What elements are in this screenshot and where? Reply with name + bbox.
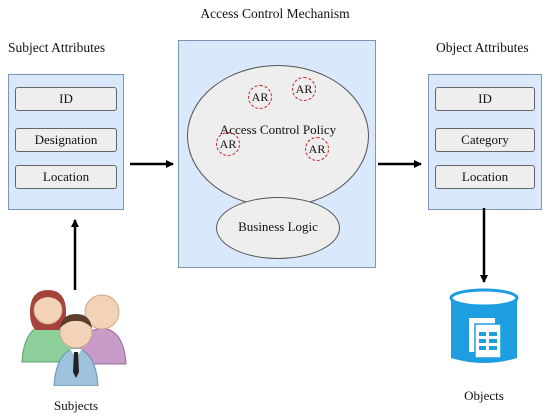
- access-rule-2: AR: [292, 77, 316, 101]
- subjects-label: Subjects: [53, 398, 99, 413]
- subject-attributes-heading: Subject Attributes: [8, 40, 106, 55]
- object-attributes-heading: Object Attributes: [436, 40, 529, 55]
- users-group-icon: [21, 290, 127, 386]
- access-rule-4: AR: [305, 137, 329, 161]
- access-control-policy-label: Access Control Policy: [219, 122, 337, 137]
- object-attributes-panel: ID Category Location: [428, 74, 542, 210]
- access-rule-1: AR: [248, 85, 272, 109]
- subject-attributes-panel: ID Designation Location: [8, 74, 124, 210]
- diagram-title: Access Control Mechanism: [200, 6, 350, 21]
- access-rule-3: AR: [216, 132, 240, 156]
- business-logic-label: Business Logic: [238, 219, 318, 234]
- business-logic-ellipse: Business Logic: [216, 197, 340, 259]
- database-document-icon: [449, 288, 519, 363]
- object-attribute-category: Category: [435, 128, 535, 152]
- access-control-mechanism-panel: Access Control Policy AR AR AR AR Busine…: [178, 40, 376, 268]
- objects-label: Objects: [464, 388, 504, 403]
- subject-attribute-designation: Designation: [15, 128, 117, 152]
- subject-attribute-id: ID: [15, 87, 117, 111]
- object-attribute-id: ID: [435, 87, 535, 111]
- subject-attribute-location: Location: [15, 165, 117, 189]
- object-attribute-location: Location: [435, 165, 535, 189]
